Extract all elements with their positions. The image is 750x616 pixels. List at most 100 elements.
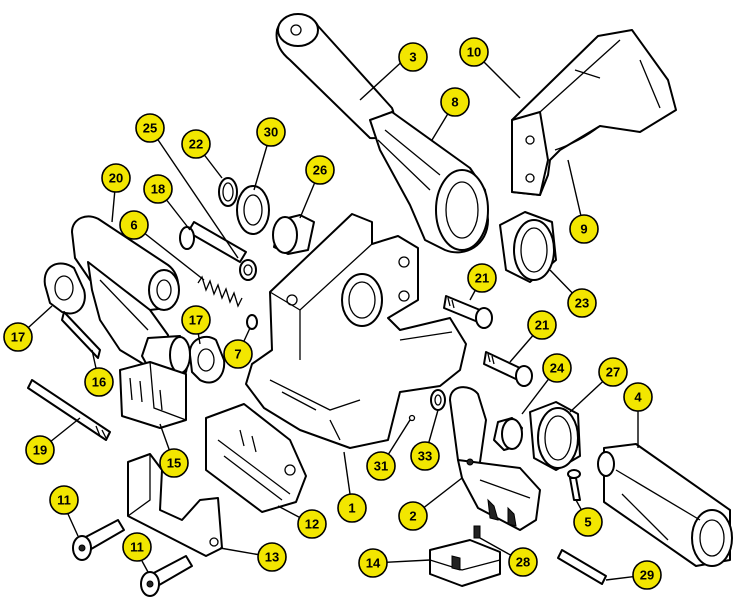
leader-11-lower bbox=[141, 560, 149, 573]
svg-text:1: 1 bbox=[348, 501, 355, 516]
part-washer bbox=[236, 185, 270, 235]
part-die-cylinder bbox=[597, 443, 733, 567]
part-flange-right bbox=[188, 335, 226, 384]
callout-13: 13 bbox=[257, 542, 287, 572]
part-spring bbox=[197, 275, 243, 308]
part-ring-27 bbox=[529, 401, 581, 471]
part-snap-ring bbox=[218, 177, 238, 207]
part-die-block bbox=[119, 361, 187, 429]
callout-27: 27 bbox=[598, 357, 628, 387]
part-pivot-pin bbox=[179, 221, 247, 263]
svg-text:3: 3 bbox=[409, 50, 416, 65]
callout-12: 12 bbox=[297, 509, 327, 539]
callout-17-left: 17 bbox=[3, 322, 33, 352]
svg-text:33: 33 bbox=[418, 449, 432, 464]
svg-text:26: 26 bbox=[313, 163, 327, 178]
part-main-frame bbox=[245, 213, 467, 449]
part-screw bbox=[567, 469, 581, 501]
svg-text:2: 2 bbox=[409, 509, 416, 524]
callout-14: 14 bbox=[358, 548, 388, 578]
callout-23: 23 bbox=[567, 288, 597, 318]
callout-26: 26 bbox=[305, 155, 335, 185]
part-set-screw bbox=[246, 314, 258, 330]
svg-text:19: 19 bbox=[33, 443, 47, 458]
part-bushing bbox=[272, 214, 315, 255]
part-bolt-upper bbox=[443, 295, 493, 329]
callout-17-right: 17 bbox=[181, 305, 211, 335]
svg-text:17: 17 bbox=[11, 330, 25, 345]
svg-text:10: 10 bbox=[467, 45, 481, 60]
svg-text:9: 9 bbox=[580, 222, 587, 237]
callout-6: 6 bbox=[119, 210, 149, 240]
callout-15: 15 bbox=[159, 448, 189, 478]
callout-16: 16 bbox=[84, 367, 114, 397]
svg-text:21: 21 bbox=[535, 318, 549, 333]
part-die-plate bbox=[205, 403, 307, 513]
leader-11-upper bbox=[67, 513, 79, 537]
svg-text:15: 15 bbox=[167, 456, 181, 471]
callout-20: 20 bbox=[101, 163, 131, 193]
svg-text:27: 27 bbox=[606, 365, 620, 380]
svg-text:13: 13 bbox=[265, 550, 279, 565]
part-small-washer bbox=[430, 389, 446, 411]
callout-21-upper: 21 bbox=[467, 263, 497, 293]
svg-text:8: 8 bbox=[451, 95, 458, 110]
part-bushing-24 bbox=[493, 417, 523, 451]
callout-2: 2 bbox=[398, 501, 428, 531]
svg-text:18: 18 bbox=[151, 182, 165, 197]
callout-11-lower: 11 bbox=[122, 532, 152, 562]
callout-25: 25 bbox=[135, 113, 165, 143]
callout-33: 33 bbox=[410, 441, 440, 471]
part-spring-plunger bbox=[473, 525, 481, 539]
part-handle-grip bbox=[275, 13, 395, 140]
callout-30: 30 bbox=[256, 117, 286, 147]
svg-text:28: 28 bbox=[516, 555, 530, 570]
callout-10: 10 bbox=[459, 37, 489, 67]
part-bolt-lower bbox=[483, 351, 533, 387]
callout-5: 5 bbox=[573, 507, 603, 537]
part-cap-screw-upper bbox=[72, 519, 125, 561]
svg-text:5: 5 bbox=[584, 515, 591, 530]
svg-text:20: 20 bbox=[109, 171, 123, 186]
callout-24: 24 bbox=[542, 353, 572, 383]
part-cap-screw-lower bbox=[140, 555, 193, 597]
callout-11-upper: 11 bbox=[49, 485, 79, 515]
svg-text:16: 16 bbox=[92, 375, 106, 390]
part-cushion-grip bbox=[511, 29, 677, 196]
svg-text:25: 25 bbox=[143, 121, 157, 136]
svg-text:24: 24 bbox=[550, 361, 565, 376]
svg-text:29: 29 bbox=[640, 568, 654, 583]
part-flange-left bbox=[43, 262, 86, 315]
svg-text:12: 12 bbox=[305, 517, 319, 532]
part-cam-lever bbox=[449, 386, 541, 531]
svg-text:4: 4 bbox=[634, 390, 642, 405]
callout-31: 31 bbox=[366, 451, 396, 481]
part-lower-die bbox=[429, 539, 501, 587]
callout-7: 7 bbox=[223, 339, 253, 369]
callout-22: 22 bbox=[181, 129, 211, 159]
callout-1: 1 bbox=[337, 493, 367, 523]
svg-text:11: 11 bbox=[130, 540, 144, 555]
callout-28: 28 bbox=[508, 547, 538, 577]
callout-21-lower: 21 bbox=[527, 310, 557, 340]
part-small-bushing bbox=[239, 259, 257, 281]
callout-19: 19 bbox=[25, 435, 55, 465]
part-pin-29 bbox=[557, 549, 607, 585]
svg-text:7: 7 bbox=[234, 347, 241, 362]
callout-4: 4 bbox=[623, 382, 653, 412]
svg-text:30: 30 bbox=[264, 125, 278, 140]
callout-9: 9 bbox=[569, 214, 599, 244]
svg-text:14: 14 bbox=[366, 556, 381, 571]
part-die-plate-lower bbox=[127, 453, 223, 557]
svg-text:23: 23 bbox=[575, 296, 589, 311]
part-pin-16 bbox=[61, 311, 101, 359]
callout-3: 3 bbox=[398, 42, 428, 72]
part-handle-arm bbox=[369, 111, 489, 254]
part-ball bbox=[408, 414, 416, 422]
svg-text:21: 21 bbox=[475, 271, 489, 286]
svg-text:6: 6 bbox=[130, 218, 137, 233]
callout-18: 18 bbox=[143, 174, 173, 204]
part-ring bbox=[499, 211, 557, 283]
svg-text:22: 22 bbox=[189, 137, 203, 152]
